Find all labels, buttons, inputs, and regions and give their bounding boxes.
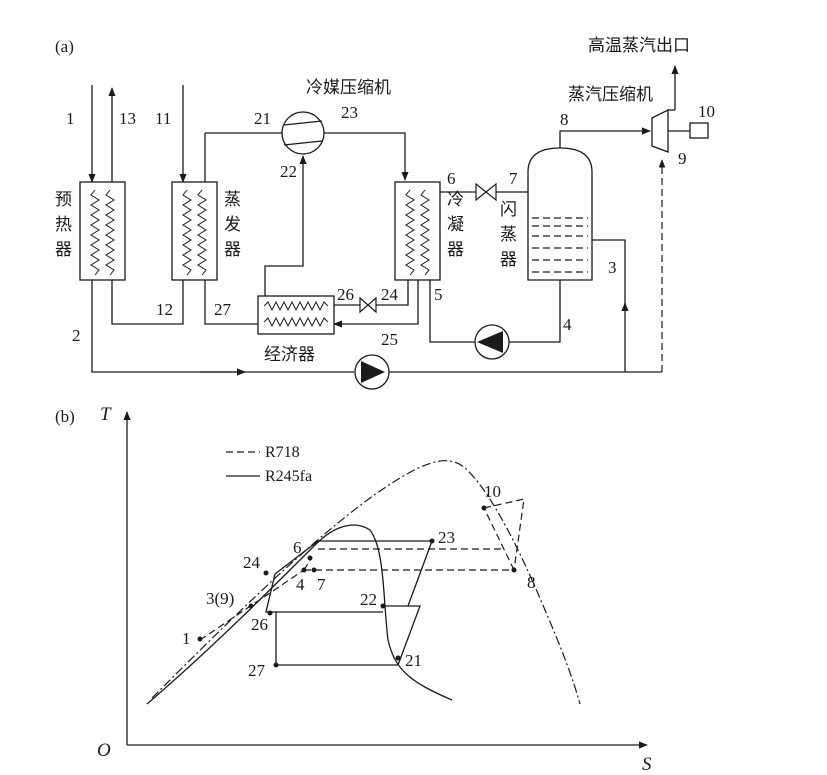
ts-label-21: 21	[405, 651, 422, 670]
legend-r245fa: R245fa	[265, 468, 312, 485]
valve-24-26	[359, 296, 377, 314]
condenser-label-1: 冷	[447, 190, 464, 210]
x-axis-label: S	[642, 754, 652, 775]
ts-points	[197, 505, 517, 668]
flash-label-2: 蒸	[500, 225, 517, 245]
state-13: 13	[119, 109, 136, 128]
ts-label-3-9: 3(9)	[206, 589, 234, 608]
refrigerant-compressor-label: 冷媒压缩机	[306, 78, 391, 98]
pump-2	[354, 354, 390, 390]
outlet-label: 高温蒸汽出口	[588, 36, 690, 56]
steam-compressor	[651, 108, 709, 153]
condenser-label-3: 器	[447, 240, 464, 260]
panel-b-label: (b)	[55, 407, 75, 426]
ts-label-1: 1	[182, 629, 191, 648]
state-27: 27	[214, 300, 232, 319]
state-10: 10	[698, 102, 715, 121]
ts-label-4: 4	[296, 575, 305, 594]
valve-6-7	[475, 182, 497, 202]
ts-label-24: 24	[243, 553, 261, 572]
flash-label-1: 闪	[500, 200, 517, 220]
state-24: 24	[381, 285, 399, 304]
state-12: 12	[156, 300, 173, 319]
state-26: 26	[337, 285, 354, 304]
panel-b-state-labels: 10 23 6 24 4 7 8 3(9) 22 1 26 21 27	[182, 482, 536, 680]
ts-label-23: 23	[438, 528, 455, 547]
preheater-label-1: 预	[55, 190, 72, 210]
state-23: 23	[341, 103, 358, 122]
ts-label-10: 10	[484, 482, 501, 501]
evaporator-label-3: 器	[224, 240, 241, 260]
ts-label-22: 22	[360, 590, 377, 609]
ts-label-6: 6	[293, 538, 302, 557]
preheater-label-2: 热	[55, 215, 72, 235]
origin-label: O	[97, 740, 111, 761]
ts-axes	[123, 411, 648, 749]
state-4: 4	[563, 315, 572, 334]
condenser	[394, 181, 441, 281]
pump-4	[474, 324, 510, 360]
evaporator-label-1: 蒸	[224, 190, 241, 210]
state-21: 21	[254, 109, 271, 128]
ts-label-27: 27	[248, 661, 266, 680]
state-1: 1	[66, 109, 75, 128]
state-5: 5	[434, 285, 443, 304]
refrigerant-compressor	[281, 111, 325, 155]
state-2: 2	[72, 326, 81, 345]
evaporator-label-2: 发	[224, 215, 241, 235]
y-axis-label: T	[100, 404, 112, 425]
state-11: 11	[155, 109, 171, 128]
state-9: 9	[678, 149, 687, 168]
legend: R718 R245fa	[226, 444, 312, 485]
preheater-label-3: 器	[55, 240, 72, 260]
economizer-label: 经济器	[264, 345, 315, 365]
state-6: 6	[447, 169, 456, 188]
legend-r718: R718	[265, 444, 300, 461]
state-22: 22	[280, 162, 297, 181]
economizer	[257, 295, 335, 335]
panel-a-state-labels: 1 13 11 21 23 22 6 7 8 10 9 12 27 26 24 …	[66, 102, 715, 349]
condenser-label-2: 凝	[447, 215, 464, 235]
r245fa-dome	[146, 524, 453, 705]
state-7: 7	[509, 169, 518, 188]
evaporator	[171, 181, 218, 281]
piping	[88, 65, 679, 376]
ts-label-8: 8	[527, 573, 536, 592]
preheater	[79, 181, 126, 281]
steam-compressor-label: 蒸汽压缩机	[568, 85, 653, 105]
state-25: 25	[381, 330, 398, 349]
ts-label-7: 7	[317, 575, 326, 594]
panel-a-label: (a)	[55, 37, 74, 56]
r245fa-cycle	[265, 540, 433, 666]
state-8: 8	[560, 110, 569, 129]
ts-label-26: 26	[251, 615, 268, 634]
r718-dome	[151, 460, 581, 705]
state-3: 3	[608, 258, 617, 277]
flash-evaporator	[527, 147, 593, 281]
flash-label-3: 器	[500, 250, 517, 270]
